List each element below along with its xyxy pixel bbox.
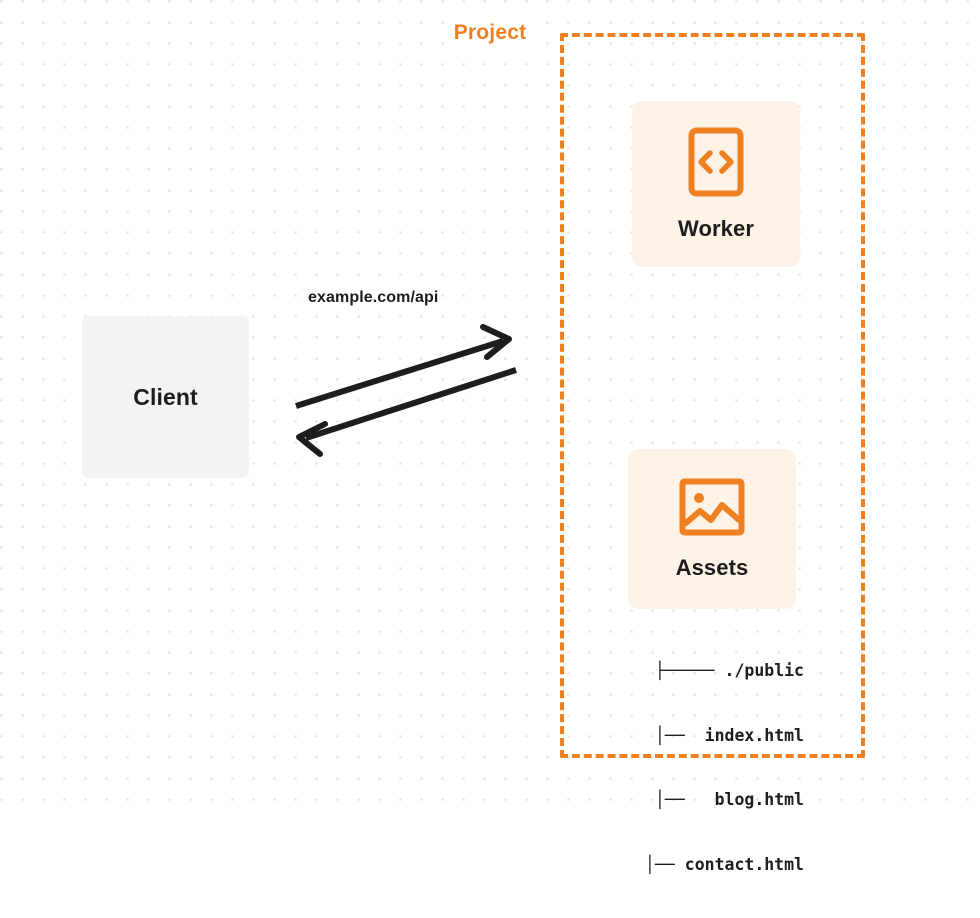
file-tree-line: │── contact.html: [645, 854, 804, 874]
file-tree-line: ├───── ./public: [654, 661, 804, 680]
client-node[interactable]: Client: [82, 316, 249, 478]
file-tree-line: │── blog.html: [654, 790, 804, 809]
assets-card[interactable]: Assets: [628, 449, 796, 609]
image-icon: [679, 478, 745, 541]
worker-card[interactable]: Worker: [632, 101, 800, 267]
code-brackets-icon: [688, 127, 744, 202]
file-tree-line: │── index.html: [654, 725, 804, 745]
request-arrow: [295, 324, 512, 409]
file-tree: ├───── ./public │── index.html │── blog.…: [604, 617, 804, 918]
assets-card-label: Assets: [675, 554, 749, 580]
connection-label: example.com/api: [308, 289, 439, 306]
worker-card-label: Worker: [678, 215, 754, 241]
project-container: [560, 33, 865, 758]
diagram-canvas: Client example.com/api Project Worker: [0, 0, 980, 874]
response-arrow: [296, 367, 517, 457]
client-node-label: Client: [133, 383, 198, 410]
project-title: Project: [446, 21, 534, 45]
